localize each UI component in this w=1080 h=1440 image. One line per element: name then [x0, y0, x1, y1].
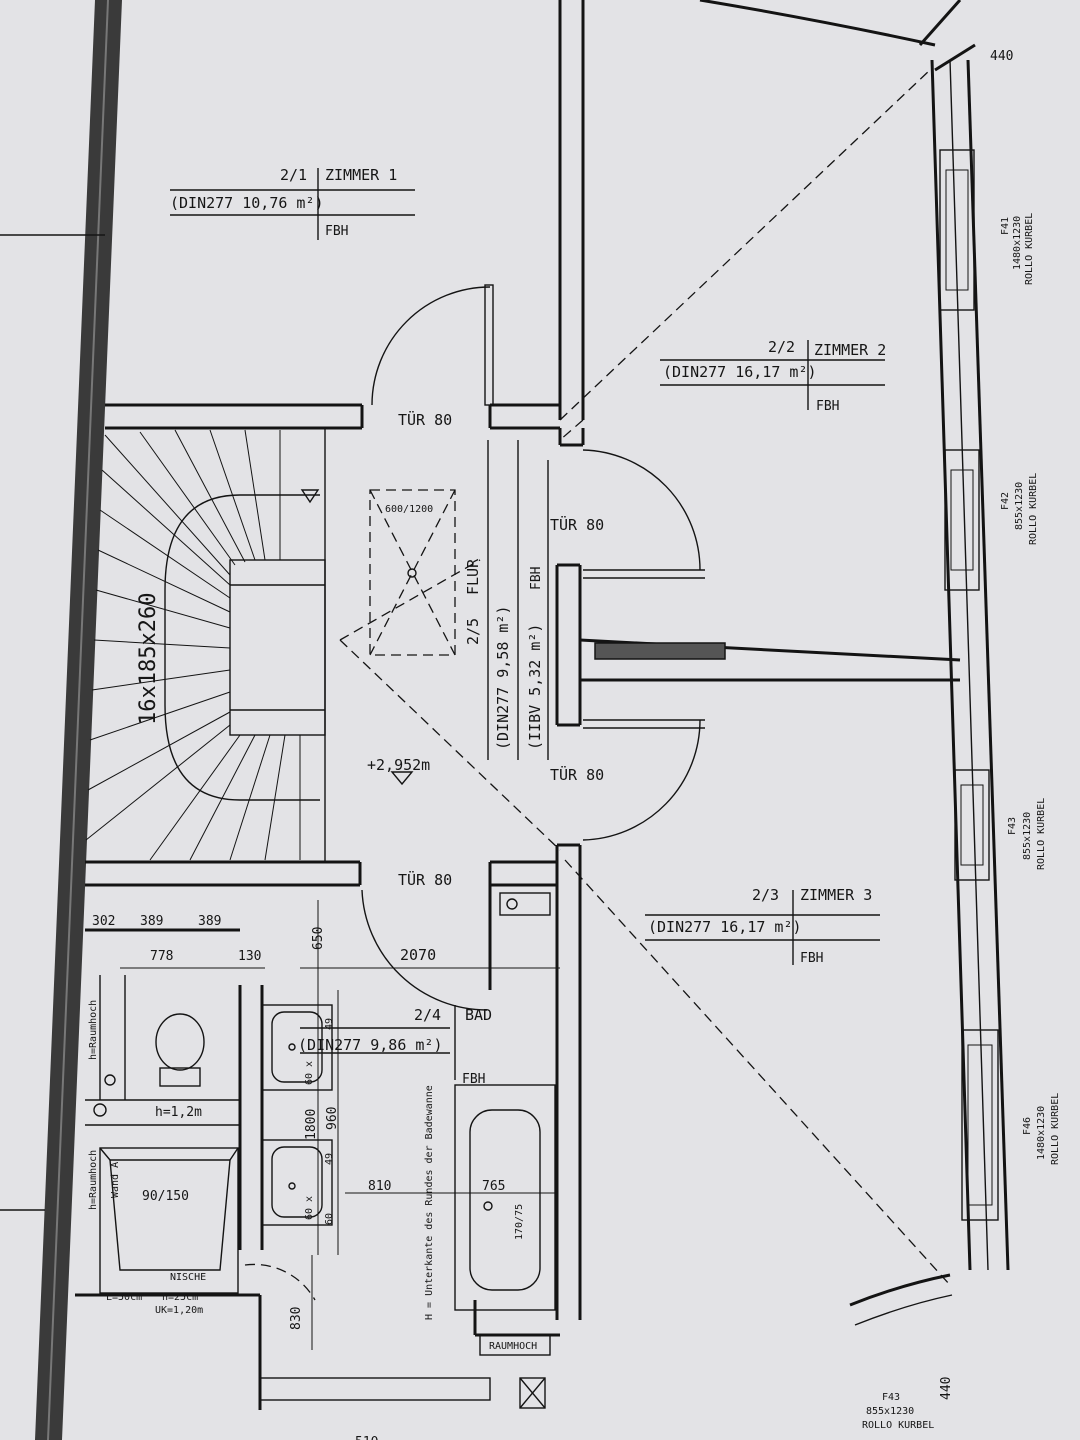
- staircase: [85, 428, 326, 862]
- dim-1800: 1800: [304, 1109, 319, 1140]
- zimmer2-number: 2/2: [768, 338, 795, 356]
- flur-number: 2/5: [464, 618, 482, 645]
- dim-830: 830: [289, 1307, 304, 1330]
- window-f41-blind: ROLLO KURBEL: [1024, 213, 1035, 285]
- dim-810: 810: [368, 1179, 391, 1194]
- zimmer3-number: 2/3: [752, 886, 779, 904]
- door-bad-label: TÜR 80: [398, 870, 452, 889]
- dim-60x-lower: 60 x: [304, 1196, 315, 1220]
- dim-510: 510: [355, 1435, 378, 1440]
- bad-floor: FBH: [462, 1072, 485, 1087]
- niche-title: NISCHE: [170, 1272, 206, 1283]
- dim-765: 765: [482, 1179, 505, 1194]
- window-f43-name: F43: [1007, 817, 1018, 835]
- hatch-label: 600/1200: [385, 504, 433, 515]
- wc-raumhoch: h=Raumhoch: [88, 1000, 99, 1060]
- wc-h12: h=1,2m: [155, 1105, 202, 1120]
- dim-650: 650: [311, 927, 326, 950]
- sink-lower-icon: [261, 1139, 333, 1226]
- top-right-wall: [699, 0, 936, 47]
- dim-960: 960: [325, 1107, 340, 1130]
- flur-area-iibv: (IIBV 5,32 m²): [526, 624, 544, 750]
- shower-wand: Wand A: [110, 1162, 121, 1198]
- dim-2070: 2070: [400, 946, 436, 964]
- toilet-icon: [155, 1013, 205, 1071]
- level-label: +2,952m: [367, 756, 430, 774]
- window-f43b-blind: ROLLO KURBEL: [862, 1420, 934, 1431]
- dim-440-bottom: 440: [939, 1377, 954, 1400]
- door-wc: [244, 1263, 316, 1301]
- window-f43-size: 855x1230: [1022, 812, 1033, 860]
- ceiling-lines: [339, 69, 951, 1286]
- stair-label: 16x185x260: [136, 593, 161, 725]
- flur-area: (DIN277 9,58 m²): [494, 606, 512, 751]
- niche-length: L=50cm: [106, 1292, 142, 1303]
- window-f42-name: F42: [1000, 492, 1011, 510]
- dimension-lines: [85, 900, 560, 1350]
- window-f46-blind: ROLLO KURBEL: [1050, 1093, 1061, 1165]
- door-zimmer2-label: TÜR 80: [550, 515, 604, 534]
- bad-area: (DIN277 9,86 m²): [298, 1036, 443, 1054]
- window-f43b-name: F43: [882, 1392, 900, 1403]
- flur-name: FLUR: [464, 558, 482, 595]
- dim-778: 778: [150, 949, 173, 964]
- zimmer2-name: ZIMMER 2: [814, 341, 886, 359]
- shower-tray-icon: [99, 1147, 239, 1294]
- niche-height: h=25cm: [162, 1292, 198, 1303]
- dim-302: 302: [92, 914, 115, 929]
- window-f46-name: F46: [1022, 1117, 1033, 1135]
- flur-floor: FBH: [529, 567, 544, 590]
- bathtub-size: 170/75: [514, 1204, 525, 1240]
- bathtub-vertical-note: H = Unterkante des Rundes der Badewanne: [424, 1085, 435, 1320]
- level-marker-icon: [390, 771, 414, 786]
- zimmer2-area: (DIN277 16,17 m²): [663, 363, 817, 381]
- niche-uk: UK=1,20m: [155, 1305, 203, 1316]
- dim-60x-upper: 60 x: [304, 1061, 315, 1085]
- bad-name: BAD: [465, 1006, 492, 1024]
- shower-size: 90/150: [142, 1189, 189, 1204]
- shower-raumhoch: h=Raumhoch: [88, 1150, 99, 1210]
- door-zimmer2: [582, 449, 705, 579]
- zimmer3-area: (DIN277 16,17 m²): [648, 918, 802, 936]
- attic-hatch: [369, 489, 456, 656]
- interior-walls: [75, 0, 961, 1410]
- window-f46-size: 1480x1230: [1036, 1106, 1047, 1160]
- door-zimmer3: [582, 719, 705, 841]
- bathtub-raumhoch: RAUMHOCH: [489, 1341, 537, 1352]
- window-f43b-size: 855x1230: [866, 1406, 914, 1417]
- dim-389-a: 389: [140, 914, 163, 929]
- window-f41-size: 1480x1230: [1012, 216, 1023, 270]
- zimmer1-floor: FBH: [325, 224, 348, 239]
- dim-49-lower: 49: [324, 1153, 335, 1165]
- dim-130: 130: [238, 949, 261, 964]
- zimmer2-floor: FBH: [816, 399, 839, 414]
- dim-389-b: 389: [198, 914, 221, 929]
- door-zimmer1-label: TÜR 80: [398, 410, 452, 429]
- window-f41-name: F41: [1000, 217, 1011, 235]
- bad-number: 2/4: [414, 1006, 441, 1024]
- left-exterior-wall: [35, 0, 122, 1440]
- dim-440-top: 440: [990, 49, 1013, 64]
- room-label-frames: [0, 168, 885, 1211]
- zimmer3-name: ZIMMER 3: [800, 886, 872, 904]
- zimmer3-floor: FBH: [800, 951, 823, 966]
- zimmer1-area: (DIN277 10,76 m²): [170, 194, 324, 212]
- window-f42-size: 855x1230: [1014, 482, 1025, 530]
- right-facade: [918, 0, 1010, 1271]
- bathtub-icon: [454, 1084, 556, 1311]
- flur-label-frame: [487, 440, 549, 760]
- door-zimmer3-label: TÜR 80: [550, 765, 604, 784]
- door-bad: [361, 889, 488, 1011]
- dim-60: 60: [324, 1213, 335, 1225]
- door-zimmer1: [371, 284, 494, 406]
- zimmer1-number: 2/1: [280, 166, 307, 184]
- window-f43-blind: ROLLO KURBEL: [1036, 798, 1047, 870]
- dim-49-upper: 49: [324, 1018, 335, 1030]
- window-f42-blind: ROLLO KURBEL: [1028, 473, 1039, 545]
- sink-upper-icon: [261, 1004, 333, 1091]
- zimmer1-name: ZIMMER 1: [325, 166, 397, 184]
